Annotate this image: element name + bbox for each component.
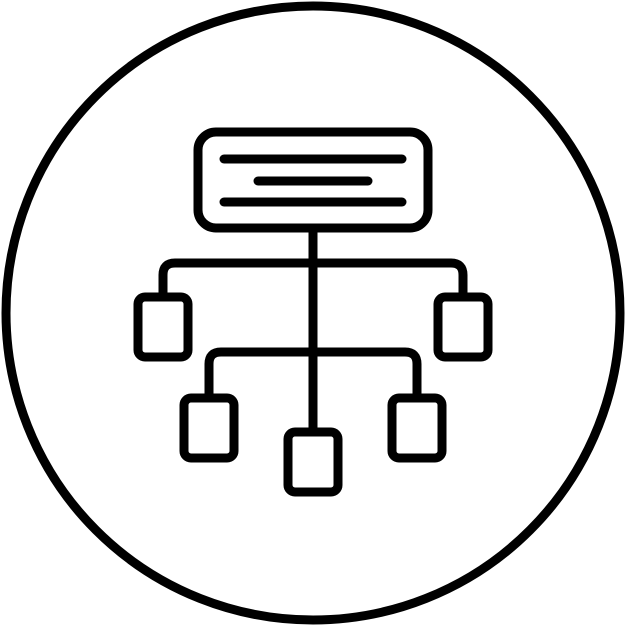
lower-branch-connector (204, 347, 422, 403)
bottom-node-left (179, 393, 239, 463)
bottom-node-right (387, 393, 447, 463)
upper-branch-connector (158, 258, 468, 302)
mid-node-left (133, 292, 193, 362)
mid-node-right (433, 292, 493, 362)
bottom-node-center (283, 427, 343, 497)
